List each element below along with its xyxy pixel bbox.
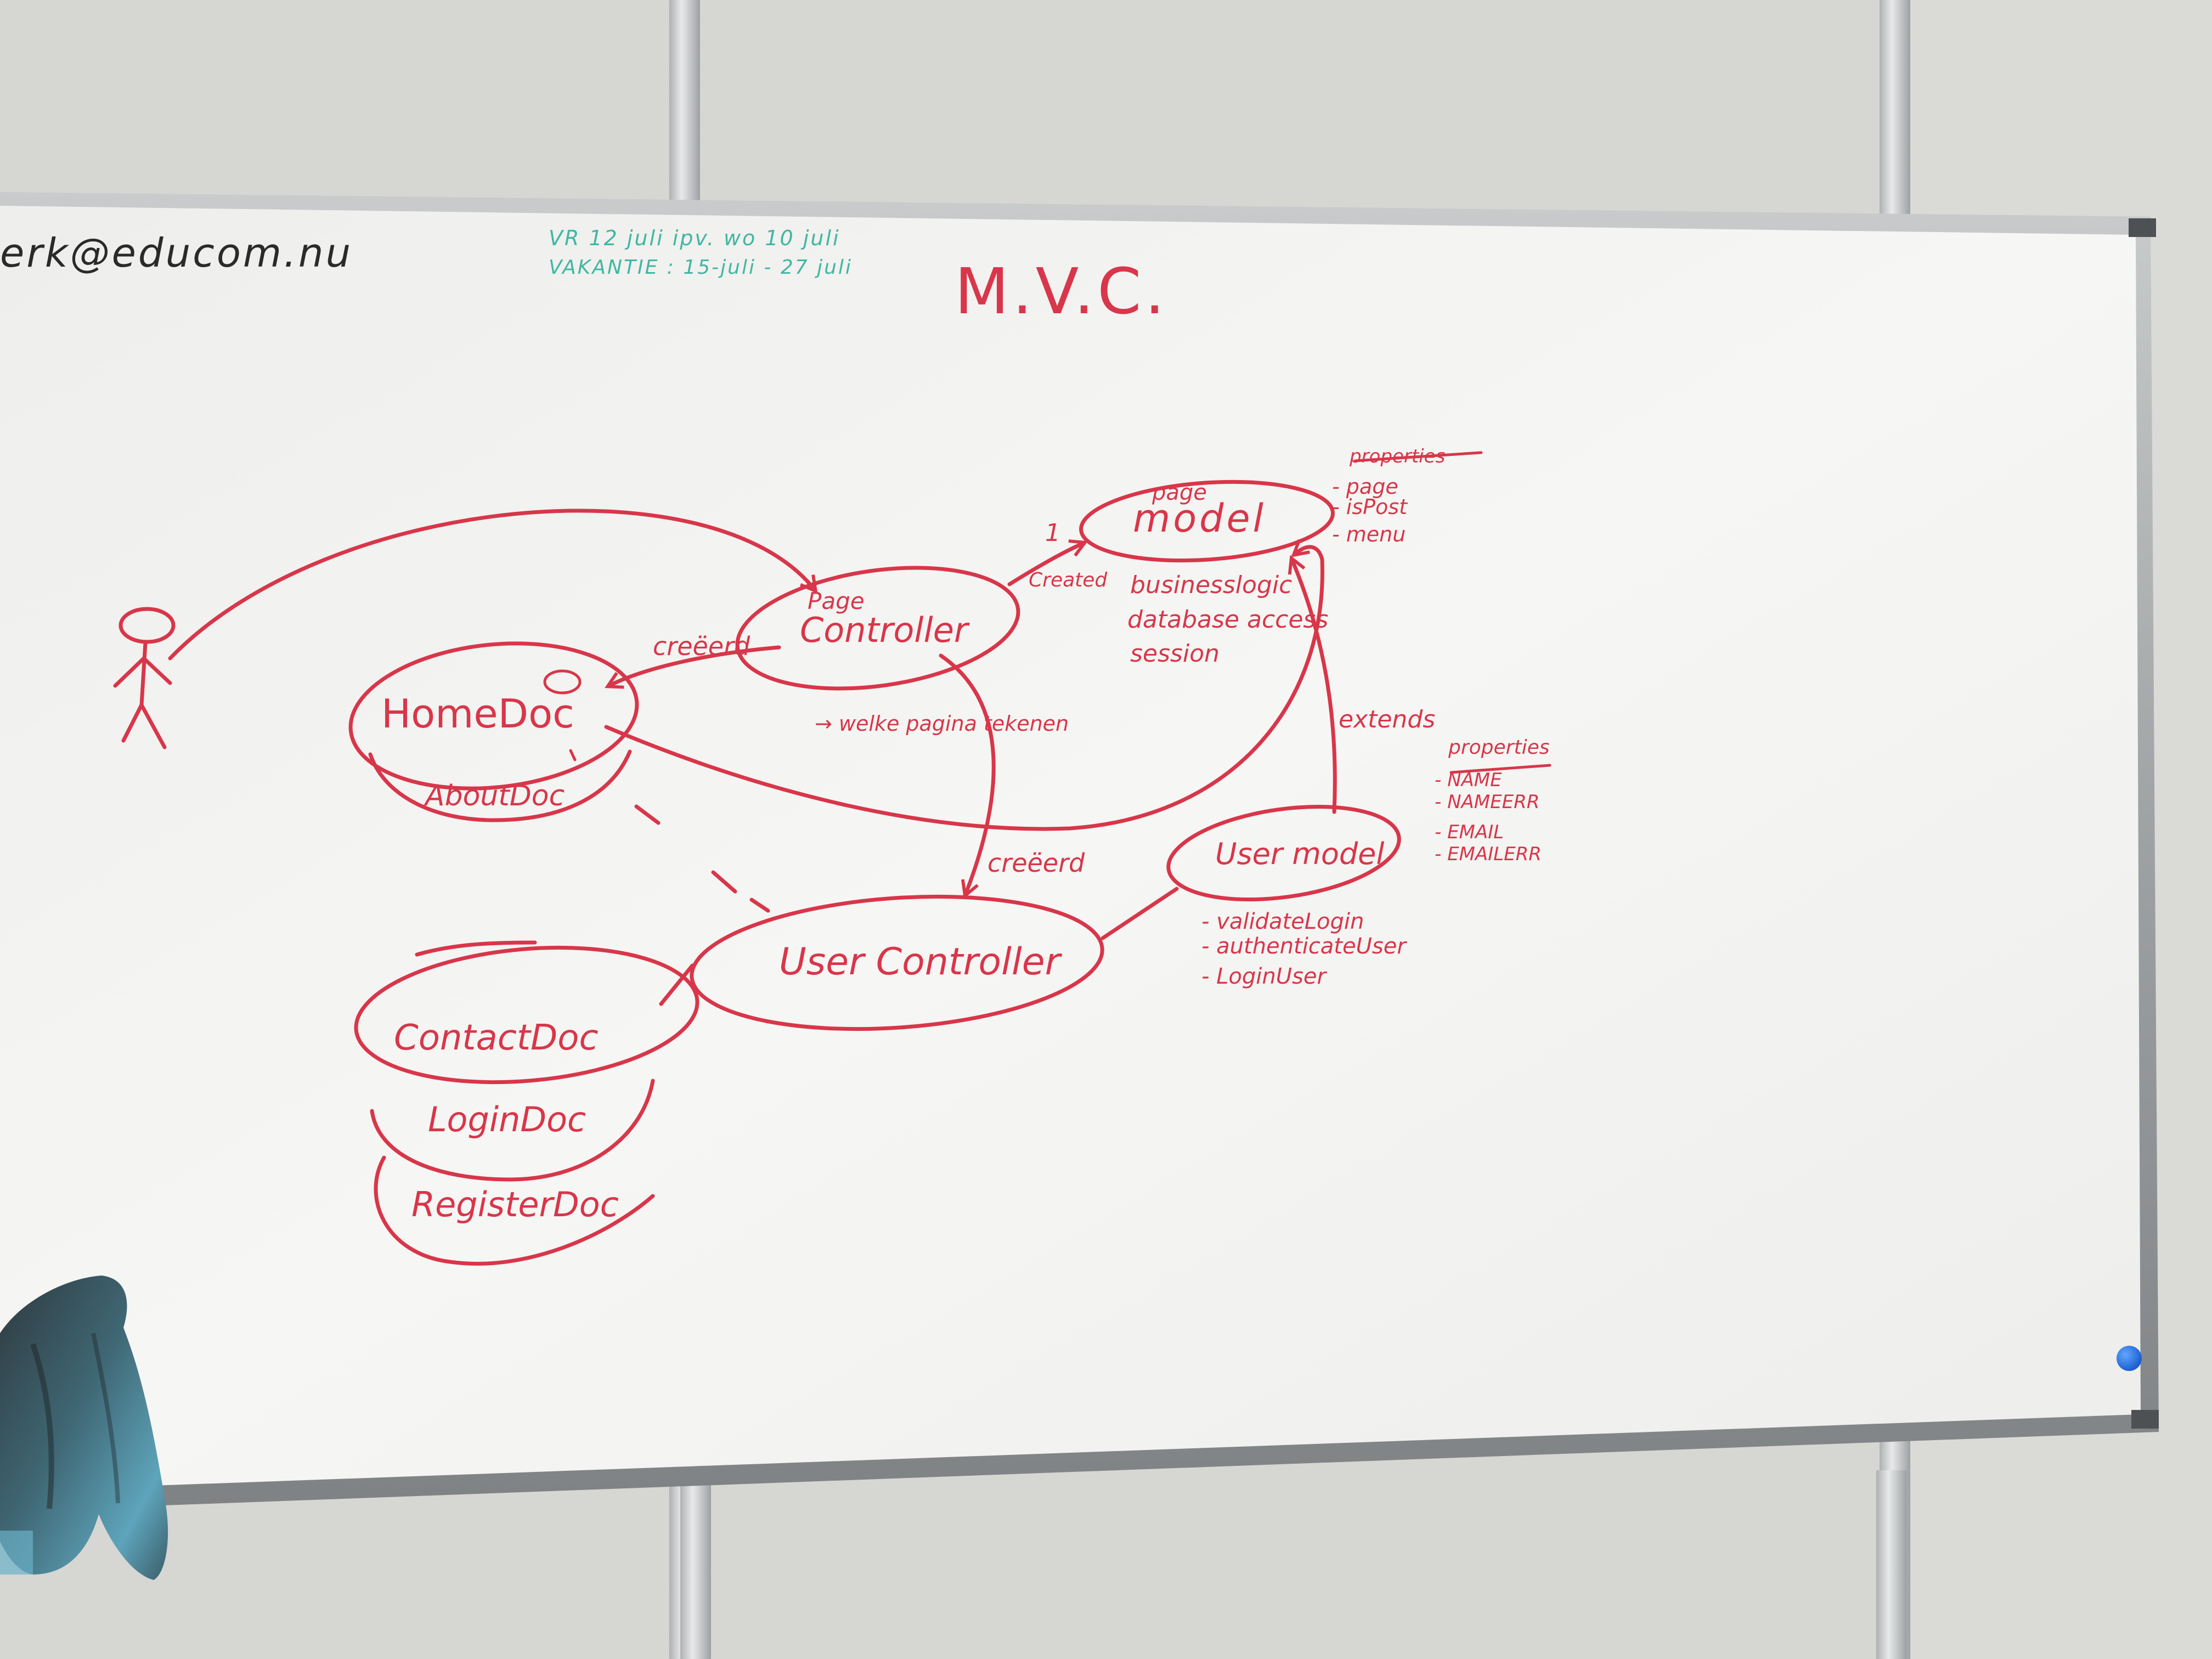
contact-doc-ellipse xyxy=(354,945,699,1085)
page-model-property: - page xyxy=(1332,475,1398,499)
tick xyxy=(569,749,577,761)
creates-model-arrow xyxy=(1007,543,1084,586)
schedule-note-line1: VR 12 juli ipv. wo 10 juli xyxy=(549,226,840,250)
page-model-feature: session xyxy=(1130,640,1220,668)
stick-figure xyxy=(113,607,176,749)
controller-model-link xyxy=(1101,887,1179,940)
request-arrow xyxy=(168,509,815,661)
dashed-link xyxy=(634,804,770,913)
page-model-label: model xyxy=(1133,496,1266,541)
divider xyxy=(1353,451,1483,462)
user-controller-label: User Controller xyxy=(779,940,1060,984)
user-model-method: - authenticateUser xyxy=(1201,934,1406,959)
page-model-small-label: page xyxy=(1152,480,1207,505)
page-model-properties-heading: properties xyxy=(1350,445,1446,467)
wall-seam xyxy=(1876,1470,1907,1659)
user-model-ellipse xyxy=(1166,804,1401,902)
extends-user-arrow xyxy=(1292,560,1337,814)
cleaning-cloth xyxy=(0,1276,168,1580)
user-controller-ellipse xyxy=(690,894,1104,1031)
user-model-property: - EMAILERR xyxy=(1435,843,1542,865)
page-model-feature: database access xyxy=(1127,606,1329,634)
about-doc-label: AboutDoc xyxy=(425,780,565,812)
page-model-property: - isPost xyxy=(1332,495,1408,519)
created-model-label: Created xyxy=(1029,569,1108,591)
created-home-label: creëerd xyxy=(653,631,751,661)
page-controller-small-label: Page xyxy=(808,588,865,614)
wall-seam xyxy=(680,1481,711,1659)
page-controller-ellipse xyxy=(735,566,1020,691)
properties-underline xyxy=(1449,764,1551,774)
home-doc-ellipse xyxy=(348,641,639,791)
about-doc-curve xyxy=(368,749,632,822)
login-doc-label: LoginDoc xyxy=(428,1099,586,1139)
home-doc-knob xyxy=(543,669,582,695)
frame-corner-cap xyxy=(2131,1410,2159,1429)
page-controller-label: Controller xyxy=(800,610,968,650)
email-text: erk@educom.nu xyxy=(0,230,353,276)
page-model-ellipse xyxy=(1079,479,1335,563)
user-model-property: - NAME xyxy=(1435,769,1502,791)
user-model-properties-heading: properties xyxy=(1448,736,1550,759)
register-doc-label: RegisterDoc xyxy=(411,1184,619,1224)
home-doc-label: HomeDoc xyxy=(381,691,574,737)
frame-corner-cap xyxy=(2129,218,2156,237)
page-model-feature: businesslogic xyxy=(1130,571,1293,599)
user-model-property: - EMAIL xyxy=(1435,821,1504,843)
created-user-label: creëerd xyxy=(988,848,1085,878)
register-doc-curve xyxy=(374,1155,655,1266)
user-model-property: - NAMEERR xyxy=(1435,791,1540,813)
controller-doc-link xyxy=(659,963,695,1006)
login-doc-curve xyxy=(370,1079,655,1182)
top-stroke xyxy=(415,940,537,957)
which-page-label: → welke pagina tekenen xyxy=(815,712,1069,736)
extends-label: extends xyxy=(1339,706,1436,733)
user-model-method: - LoginUser xyxy=(1201,964,1326,989)
creates-user-arrow xyxy=(939,653,996,894)
board-title: M.V.C. xyxy=(955,255,1169,329)
user-model-label: User model xyxy=(1215,837,1385,871)
blue-magnet xyxy=(2117,1346,2142,1371)
contact-doc-label: ContactDoc xyxy=(394,1018,599,1058)
user-model-method: - validateLogin xyxy=(1201,909,1364,934)
board-surface xyxy=(0,206,2141,1491)
schedule-note-line2: VAKANTIE : 15-juli - 27 juli xyxy=(549,256,853,279)
multiplicity-label: 1 xyxy=(1045,519,1060,547)
extends-home-curve xyxy=(604,547,1324,831)
page-model-property: - menu xyxy=(1332,522,1406,546)
